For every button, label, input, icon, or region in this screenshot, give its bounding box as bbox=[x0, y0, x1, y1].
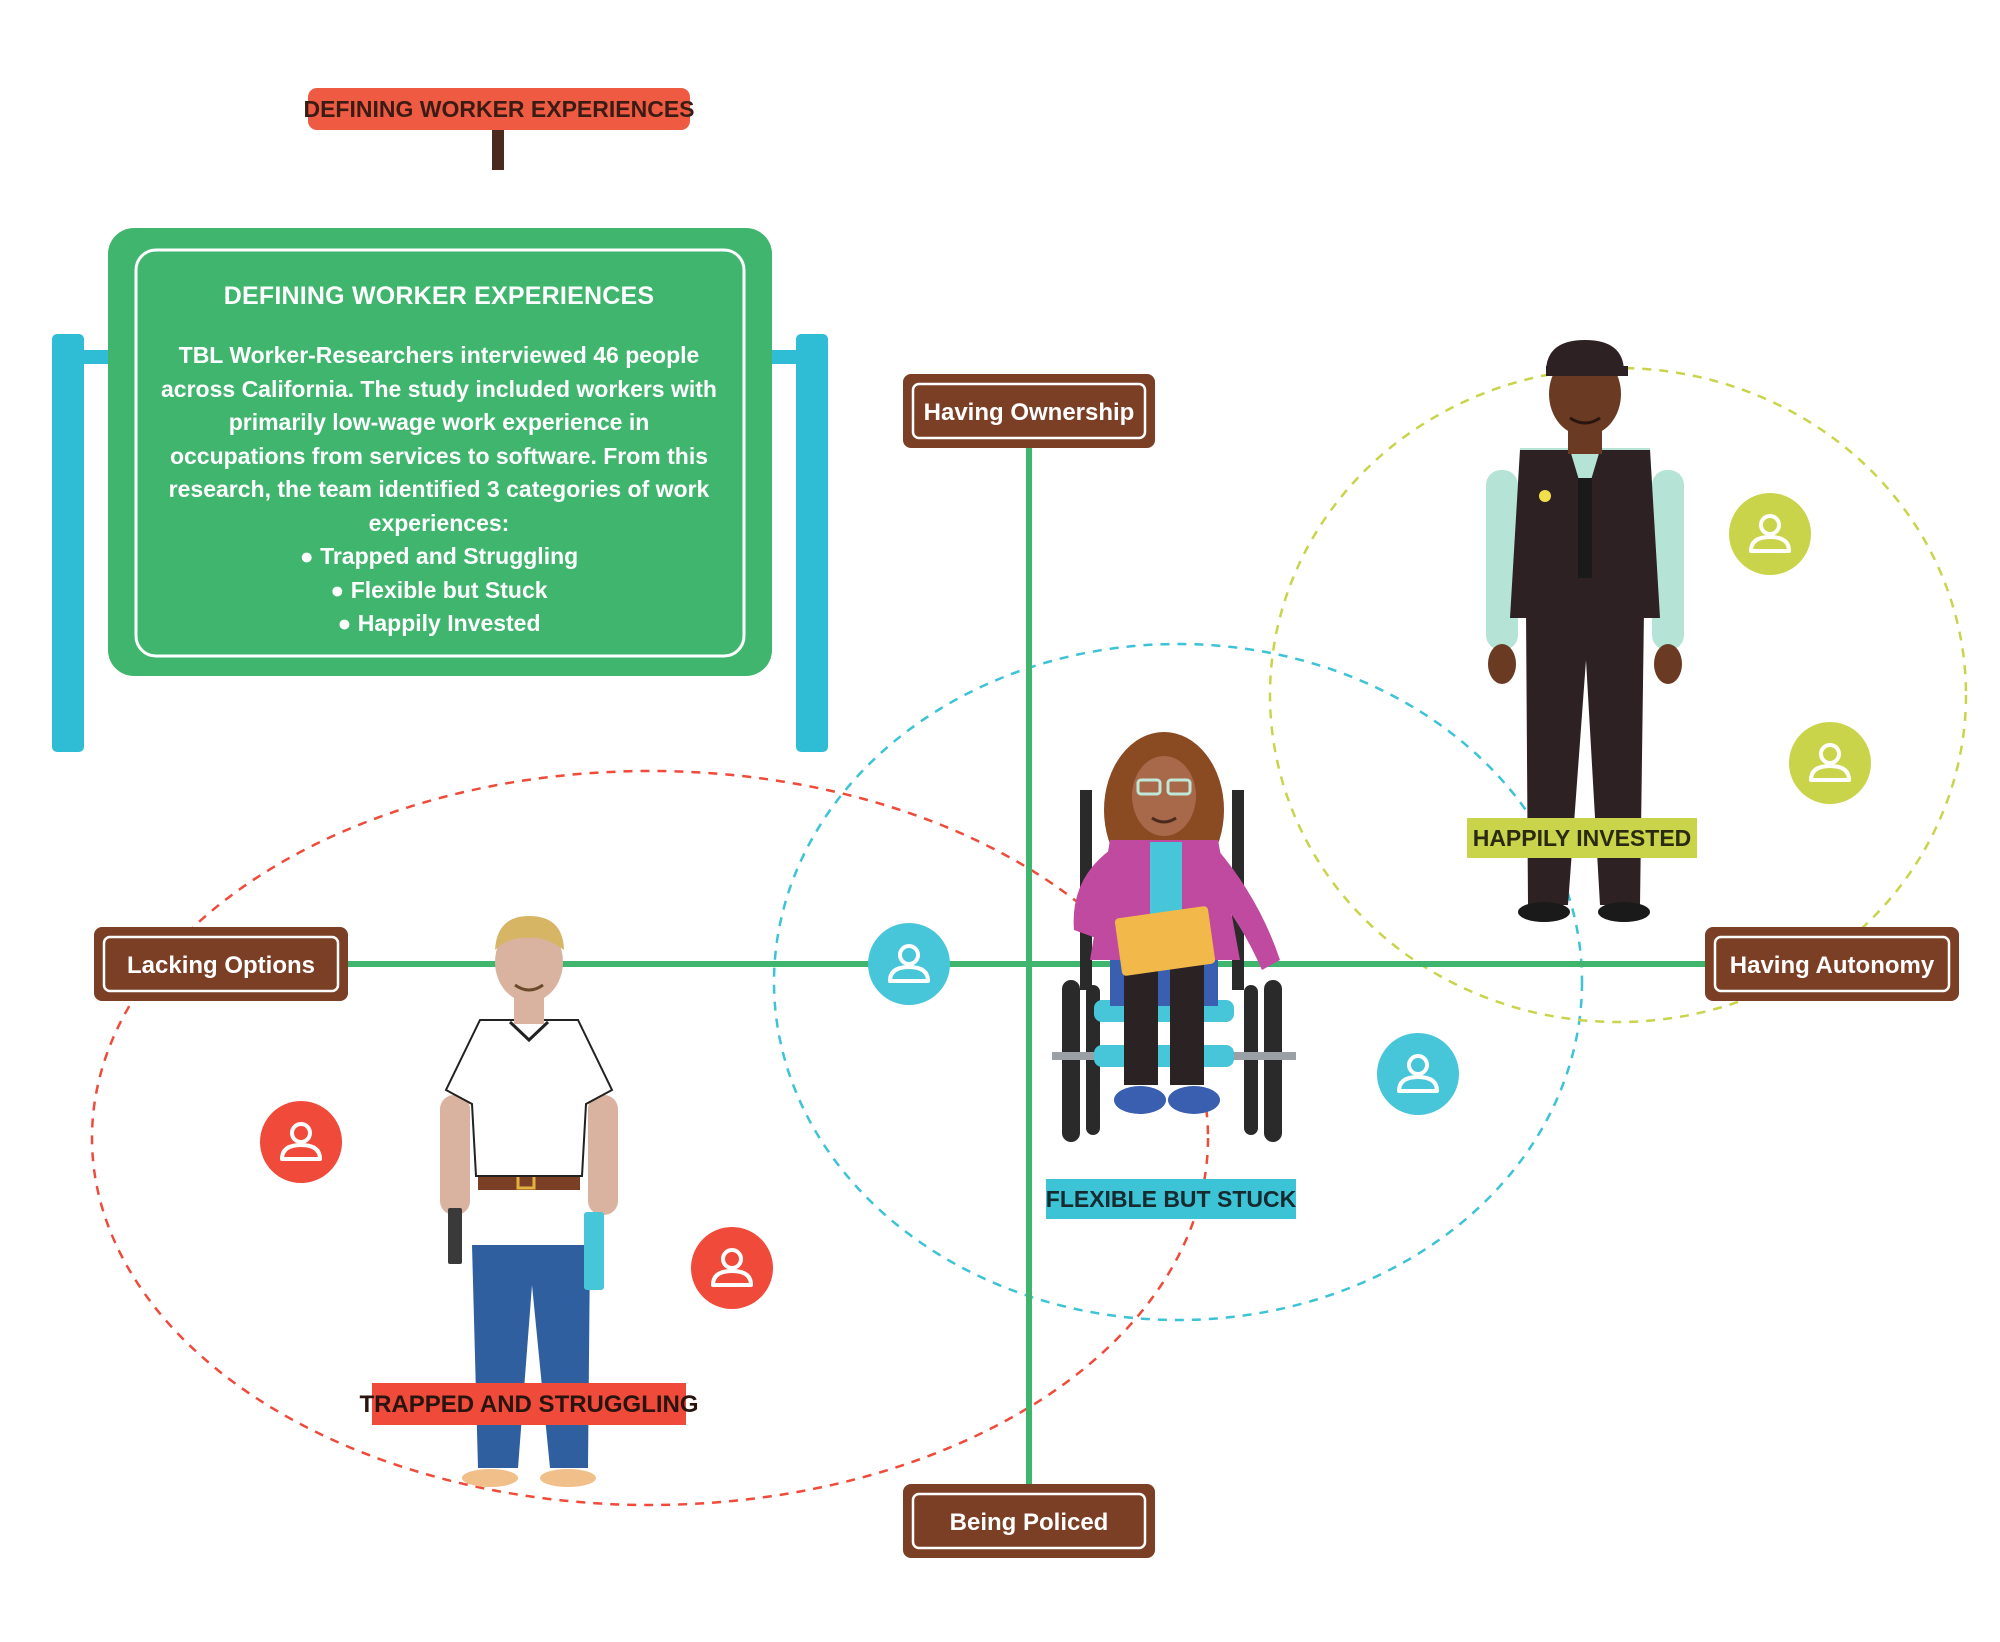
worker-flexible-illustration bbox=[1052, 732, 1296, 1142]
axis-label-top-border bbox=[911, 382, 1147, 440]
horizontal-axis bbox=[348, 961, 1714, 967]
axis-label-left-box bbox=[94, 927, 348, 1001]
person-icon-red-2 bbox=[691, 1227, 773, 1309]
axis-label-right-text: Having Autonomy bbox=[1730, 952, 1935, 979]
axis-label-top: Having Ownership bbox=[903, 374, 1155, 448]
circle-happily bbox=[1268, 366, 1968, 1024]
header-tag-box bbox=[308, 88, 690, 130]
person-icon-yellow-2 bbox=[1789, 722, 1871, 804]
axis-label-bottom-border bbox=[911, 1492, 1147, 1550]
sign-bullet-list: Trapped and Struggling Flexible but Stuc… bbox=[300, 540, 578, 641]
sign-post-left bbox=[52, 334, 84, 752]
axis-label-right: Having Autonomy bbox=[1705, 927, 1959, 1001]
axis-label-bottom: Being Policed bbox=[903, 1484, 1155, 1558]
sign-title: DEFINING WORKER EXPERIENCES bbox=[223, 282, 655, 310]
axis-label-bottom-text: Being Policed bbox=[950, 1509, 1109, 1536]
category-circles bbox=[90, 366, 1968, 1507]
category-label-flexible-box bbox=[1046, 1179, 1296, 1219]
axis-label-right-border bbox=[1713, 935, 1951, 993]
category-label-happily: HAPPILY INVESTED bbox=[1467, 818, 1697, 858]
sign-description: TBL Worker-Researchers interviewed 46 pe… bbox=[161, 342, 717, 536]
sign-board bbox=[108, 228, 772, 676]
header-tag-text: DEFINING WORKER EXPERIENCES bbox=[303, 96, 694, 122]
circle-trapped bbox=[90, 769, 1210, 1507]
category-label-trapped: TRAPPED AND STRUGGLING bbox=[359, 1383, 699, 1425]
circle-flexible bbox=[772, 642, 1584, 1322]
axis-label-left-text: Lacking Options bbox=[127, 952, 315, 979]
category-label-happily-box bbox=[1467, 818, 1697, 858]
header-tag-post bbox=[492, 123, 504, 170]
axis-label-bottom-box bbox=[903, 1484, 1155, 1558]
axis-label-top-text: Having Ownership bbox=[924, 399, 1135, 426]
person-icon-red-1 bbox=[260, 1101, 342, 1183]
sign-bullet-item: Happily Invested bbox=[300, 607, 578, 641]
sign-posts bbox=[52, 334, 828, 752]
axis-label-top-box bbox=[903, 374, 1155, 448]
category-label-trapped-box bbox=[372, 1383, 686, 1425]
category-label-flexible: FLEXIBLE BUT STUCK bbox=[1046, 1179, 1297, 1219]
sign-bullet-item: Trapped and Struggling bbox=[300, 540, 578, 574]
sign-bar-right bbox=[770, 350, 800, 364]
sign-post-right bbox=[796, 334, 828, 752]
axis-label-right-box bbox=[1705, 927, 1959, 1001]
axis-label-left-border bbox=[102, 935, 340, 993]
sign-bar-left bbox=[80, 350, 110, 364]
category-label-happily-text: HAPPILY INVESTED bbox=[1473, 825, 1692, 851]
sign-board-border bbox=[134, 248, 746, 658]
person-icon-yellow-1 bbox=[1729, 493, 1811, 575]
axis-label-left: Lacking Options bbox=[94, 927, 348, 1001]
axes bbox=[348, 446, 1714, 1488]
category-label-trapped-text: TRAPPED AND STRUGGLING bbox=[359, 1391, 698, 1418]
person-icon-blue-2 bbox=[1377, 1033, 1459, 1115]
sign-content: DEFINING WORKER EXPERIENCES TBL Worker-R… bbox=[136, 256, 742, 638]
sign-bullet-item: Flexible but Stuck bbox=[300, 574, 578, 608]
header-tag: DEFINING WORKER EXPERIENCES bbox=[303, 88, 695, 170]
category-label-flexible-text: FLEXIBLE BUT STUCK bbox=[1046, 1186, 1297, 1212]
person-icon-blue-1 bbox=[868, 923, 950, 1005]
